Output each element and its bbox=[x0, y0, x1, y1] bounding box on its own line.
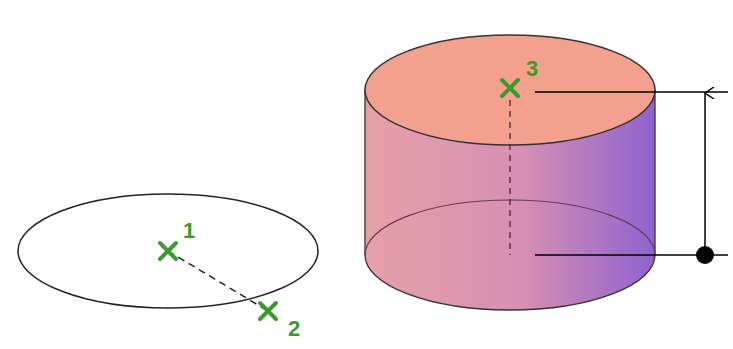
callout-number: 1 bbox=[183, 220, 195, 242]
extension-line bbox=[535, 91, 728, 93]
pick-point bbox=[160, 243, 176, 259]
radius-line bbox=[168, 251, 268, 311]
pick-point bbox=[502, 80, 518, 96]
height-dimension bbox=[704, 93, 706, 255]
grip-dot bbox=[696, 246, 714, 264]
callout-number: 2 bbox=[288, 318, 300, 340]
cylinder-top bbox=[365, 35, 655, 145]
axis-line bbox=[509, 100, 510, 255]
base-circle bbox=[18, 194, 318, 308]
pick-point bbox=[260, 303, 276, 319]
callout-number: 3 bbox=[526, 58, 538, 80]
